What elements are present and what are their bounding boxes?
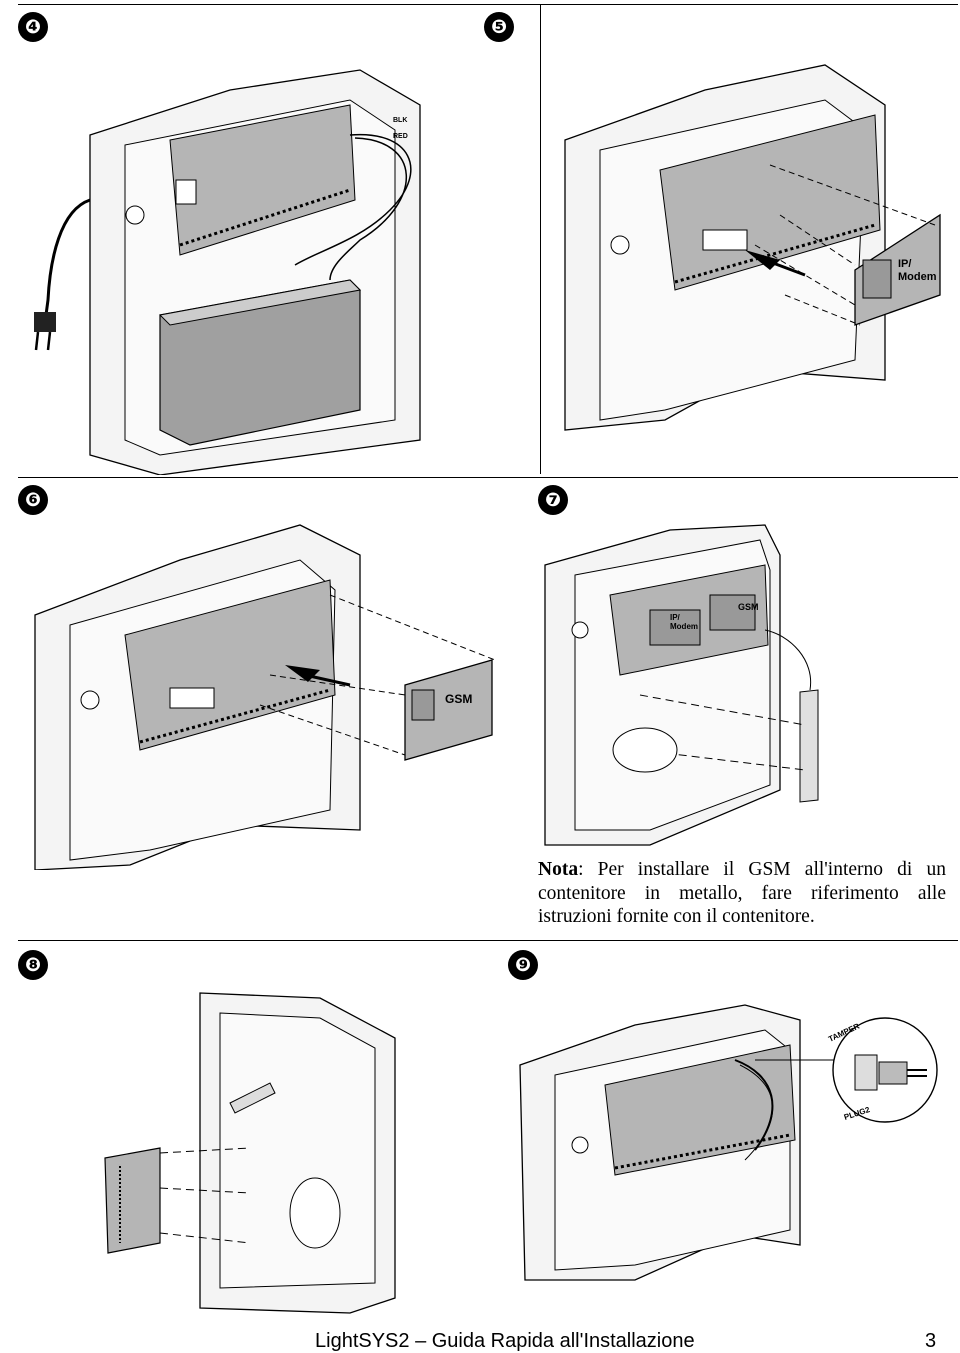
footer-title: LightSYS2 – Guida Rapida all'Installazio…	[315, 1330, 695, 1352]
step-4-badge: ❹	[18, 12, 48, 42]
blk-label: BLK	[393, 117, 407, 124]
ip-modem-label-7a: IP/	[670, 613, 681, 622]
step-5-badge: ❺	[484, 12, 514, 42]
step-7-badge: ❼	[538, 485, 568, 515]
middle-rule	[18, 477, 958, 478]
ip-modem-label-5a: IP/	[898, 258, 911, 270]
step-6-illustration: GSM	[30, 520, 510, 870]
gsm-label-7: GSM	[738, 602, 759, 612]
top-rule	[18, 4, 958, 5]
step-4-illustration: BLK RED	[30, 50, 450, 475]
step-8-badge: ❽	[18, 950, 48, 980]
installation-note: Nota: Per installare il GSM all'interno …	[538, 858, 946, 929]
step-9-illustration: TAMPER PLUG2	[515, 990, 955, 1320]
note-text: : Per installare il GSM all'interno di u…	[538, 859, 946, 927]
step-5-illustration: IP/ Modem	[555, 50, 955, 475]
step-8-illustration	[100, 988, 400, 1318]
divider-top	[540, 4, 541, 474]
step-7-illustration: IP/ Modem GSM	[540, 520, 840, 850]
gsm-label-6: GSM	[445, 692, 472, 706]
page-number: 3	[925, 1330, 937, 1352]
lower-rule	[18, 940, 958, 941]
ip-modem-label-7b: Modem	[670, 622, 698, 631]
red-label: RED	[393, 133, 408, 140]
note-label: Nota	[538, 859, 579, 880]
step-9-badge: ❾	[508, 950, 538, 980]
ip-modem-label-5b: Modem	[898, 271, 937, 283]
step-6-badge: ❻	[18, 485, 48, 515]
